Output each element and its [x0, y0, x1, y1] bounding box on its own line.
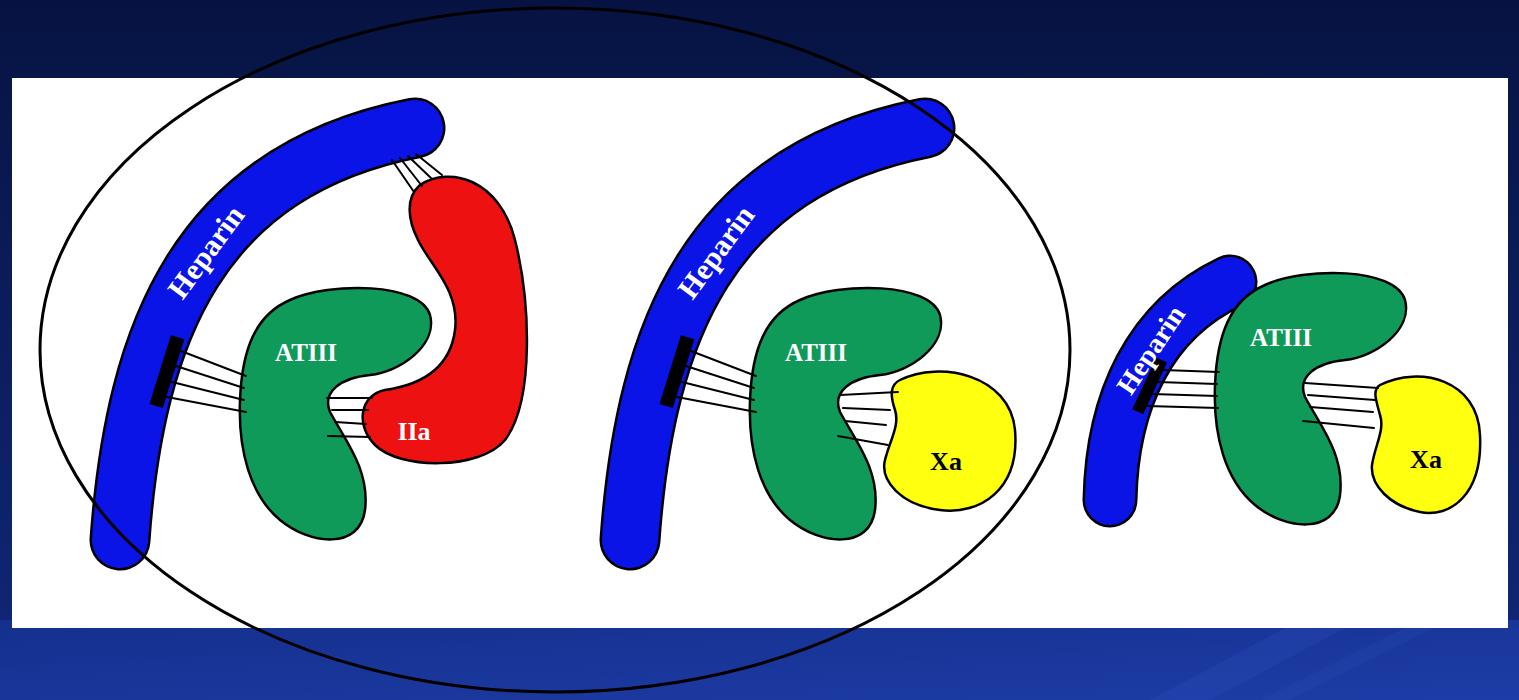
molecule-label: IIa: [397, 419, 430, 445]
thrombin-protein-shape: [350, 160, 540, 475]
molecule-label: ATIII: [785, 340, 847, 365]
molecule-label: ATIII: [1250, 325, 1312, 350]
factor-xa-protein-shape: [1362, 360, 1490, 525]
factor-xa-protein: Xa: [875, 360, 1025, 520]
thrombin-protein: IIa: [350, 160, 540, 475]
factor-xa-protein-shape: [875, 360, 1025, 520]
molecule-label: ATIII: [275, 340, 337, 365]
molecule-label: Xa: [930, 449, 962, 475]
molecule-label: Xa: [1410, 447, 1442, 473]
factor-xa-protein: Xa: [1362, 360, 1490, 525]
